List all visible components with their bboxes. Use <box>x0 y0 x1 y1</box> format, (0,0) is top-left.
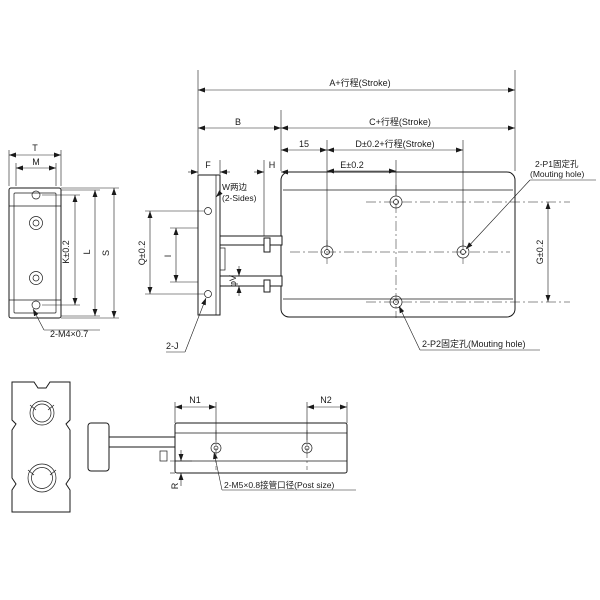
end-view-dim-s: S <box>101 250 111 256</box>
top-view-dim-c: C+行程(Stroke) <box>369 116 431 127</box>
end-view: T M K±0.2 L S 2-M4×0.7 <box>8 143 119 339</box>
rear-end-view-port-lower <box>27 463 57 493</box>
top-view-p1-line2: (Mouting hole) <box>530 169 585 179</box>
end-view-dim-m: M <box>32 157 40 167</box>
end-view-dim-t: T <box>32 143 38 153</box>
top-view-dim-d: D±0.2+行程(Stroke) <box>355 138 434 149</box>
top-view-p2-label: 2-P2固定孔(Mouting hole) <box>422 338 526 349</box>
top-view-p1-line1: 2-P1固定孔 <box>535 159 579 169</box>
side-view-dim-n1: N1 <box>189 395 201 405</box>
top-view-dim-g: G±0.2 <box>535 240 545 264</box>
side-view-dim-r: R <box>170 482 180 489</box>
top-view-dim-w-line1: W两边 <box>222 182 248 192</box>
top-view-dim-w-line2: (2-Sides) <box>222 193 257 203</box>
top-view-dim-i: I <box>163 255 173 258</box>
side-view-port-label: 2-M5×0.8接管口径(Post size) <box>224 480 334 490</box>
top-view-dim-v: φV <box>228 275 238 287</box>
top-view-dim-a: A+行程(Stroke) <box>329 77 390 88</box>
top-view-plate-hole-lower <box>204 290 212 298</box>
top-view-dim-f: F <box>205 160 211 170</box>
top-view-body <box>280 171 516 318</box>
end-view-dim-k: K±0.2 <box>61 240 71 263</box>
top-view-dim-q: Q±0.2 <box>137 241 147 265</box>
end-view-thread-label: 2-M4×0.7 <box>50 329 88 339</box>
top-view-dim-e: E±0.2 <box>340 160 363 170</box>
top-view-dim-15: 15 <box>299 139 309 149</box>
top-view-plate-hole-upper <box>204 207 212 215</box>
top-view-dim-h: H <box>269 160 276 170</box>
top-view: A+行程(Stroke) B C+行程(Stroke) 15 D±0.2+行程(… <box>137 70 596 353</box>
end-view-hole-top <box>31 190 41 200</box>
rear-end-view <box>11 381 71 513</box>
end-view-port-lower <box>29 271 43 285</box>
side-view-knob <box>87 422 110 472</box>
rear-end-view-port-upper <box>29 400 55 426</box>
side-view: N1 N2 R 2-M5×0.8接管口径(Post size) <box>87 395 356 491</box>
end-view-body <box>8 187 62 319</box>
top-view-guide-rod-lower <box>219 275 283 287</box>
side-view-dim-n2: N2 <box>320 395 332 405</box>
side-view-rod <box>106 436 176 448</box>
top-view-guide-rod-upper <box>219 235 283 246</box>
end-view-dim-l: L <box>82 249 92 254</box>
top-view-dim-j: 2-J <box>166 341 179 351</box>
side-view-body <box>174 422 348 474</box>
end-view-port-upper <box>29 216 43 230</box>
top-view-dim-b: B <box>235 117 241 127</box>
rear-end-view-body <box>11 381 71 513</box>
